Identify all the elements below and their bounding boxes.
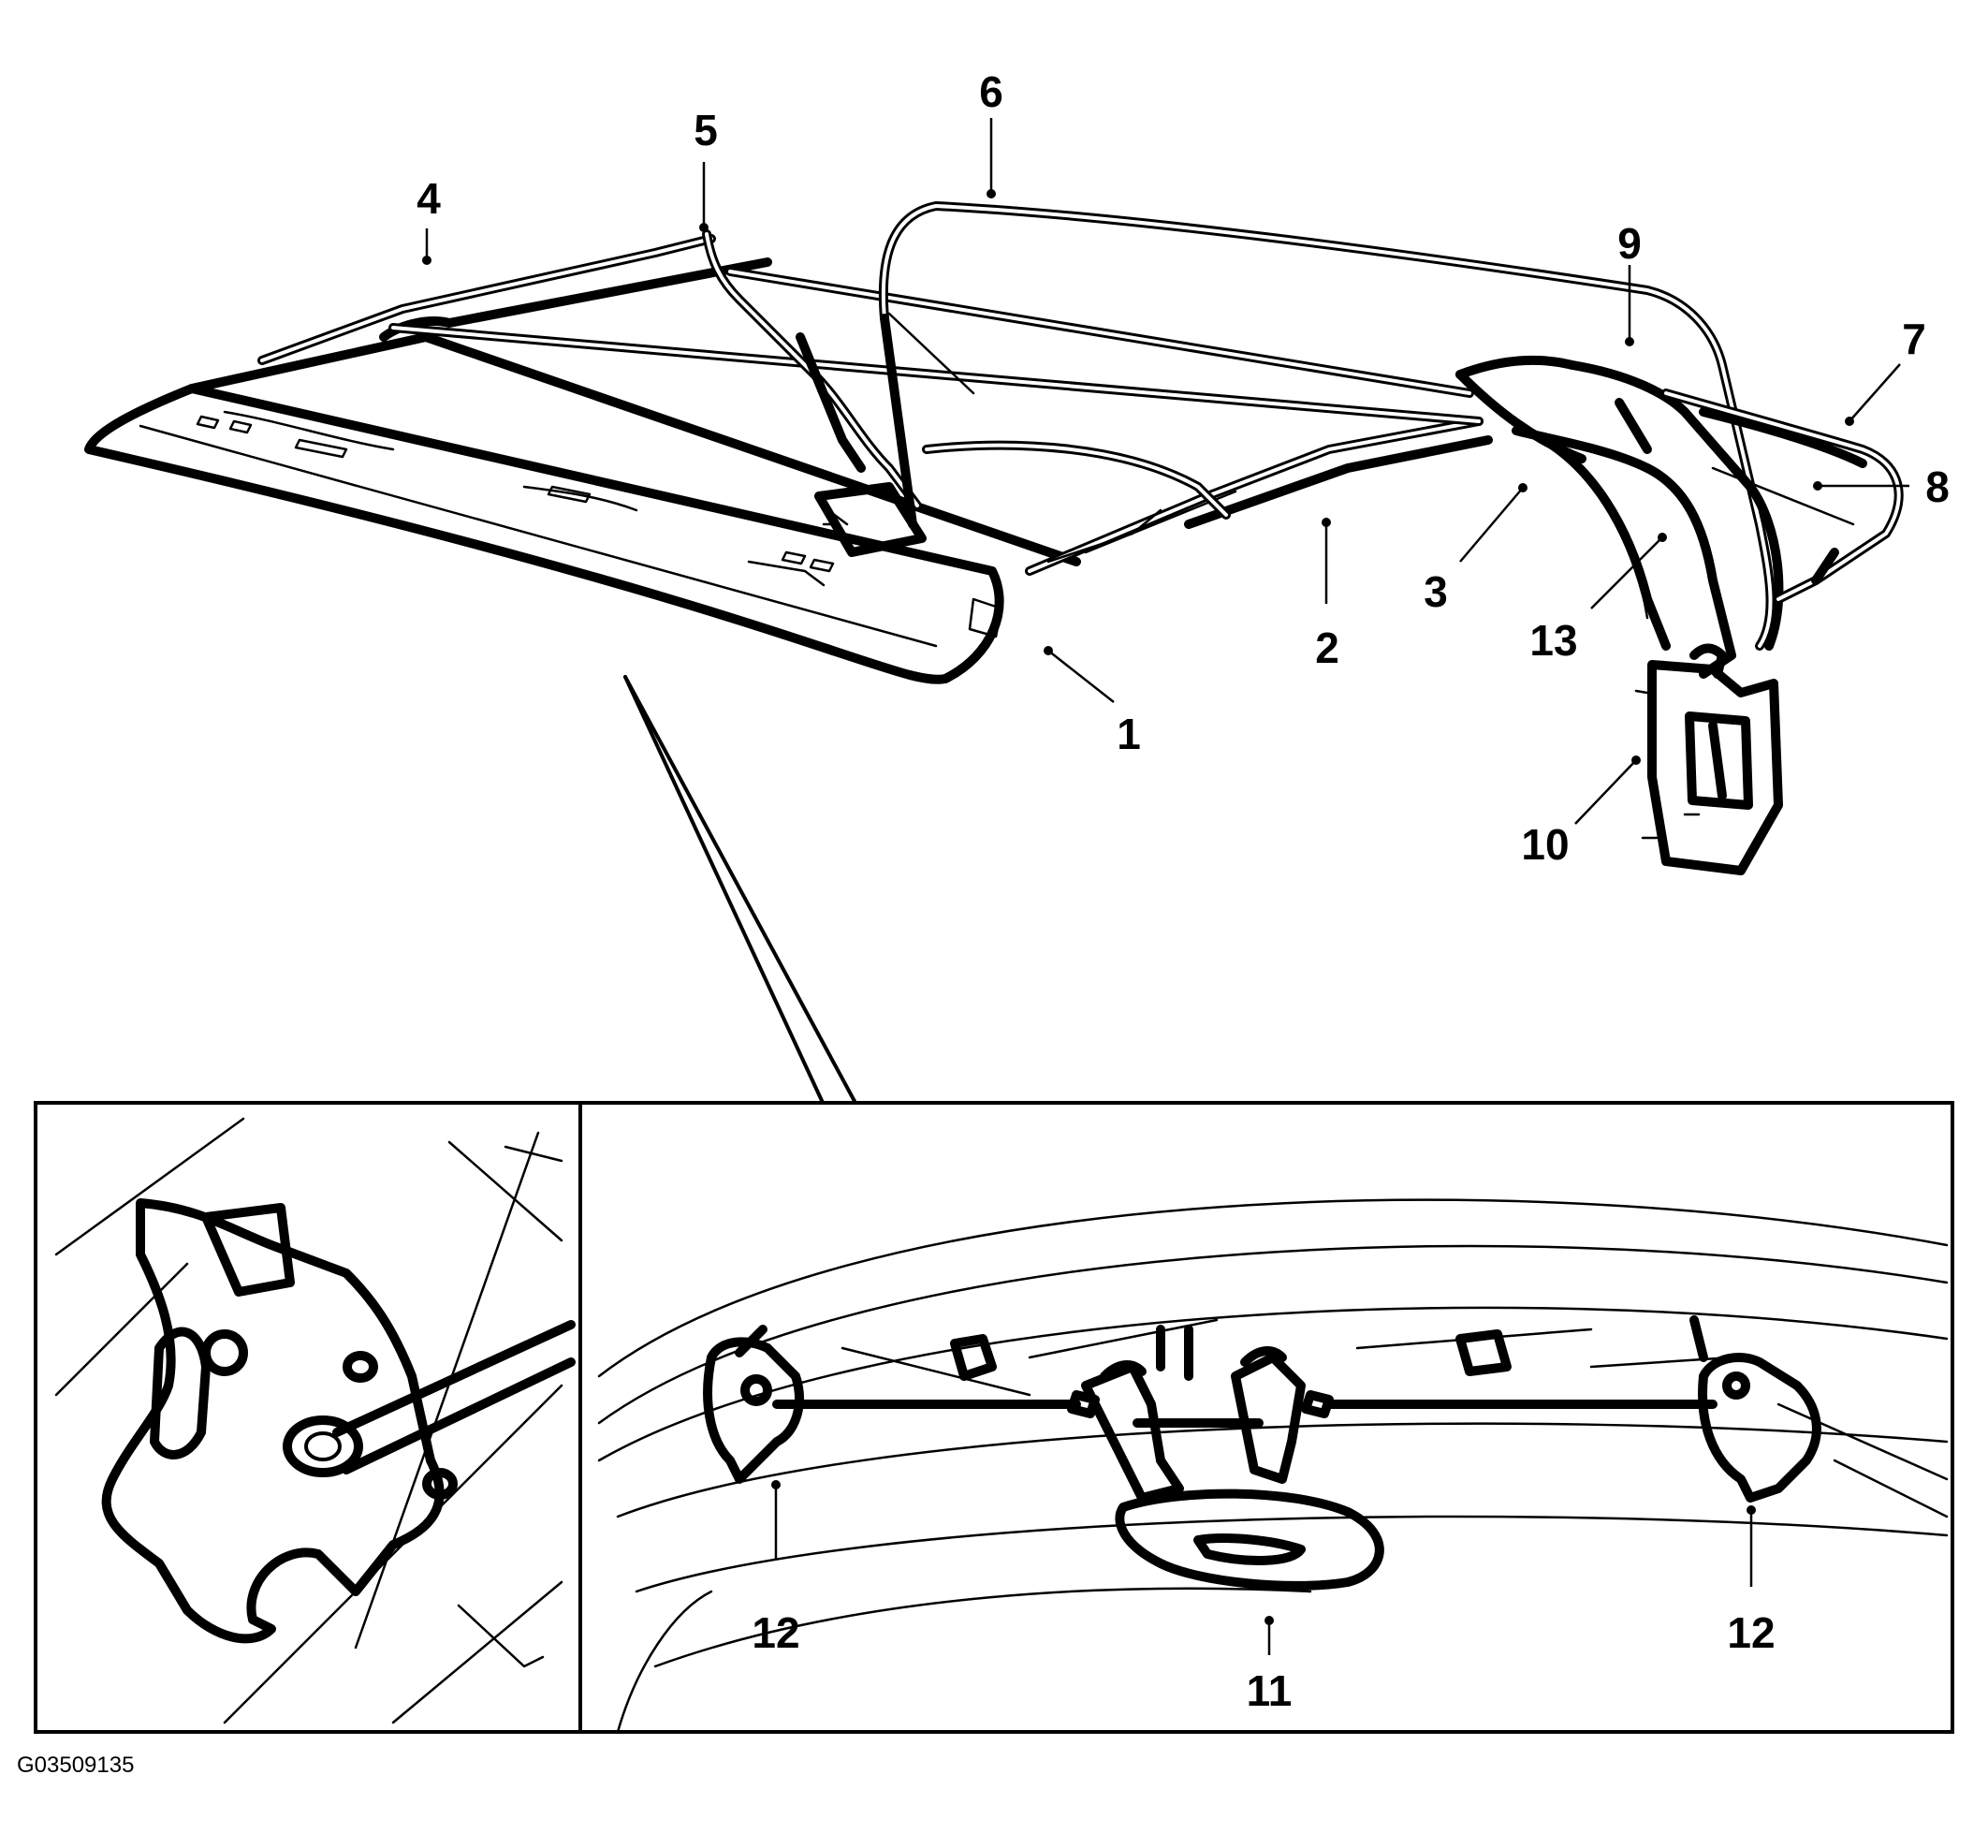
callout-13: 13 xyxy=(1529,616,1577,665)
latch-hook-closeup xyxy=(54,1117,576,1724)
callout-leaders xyxy=(422,118,1909,1655)
callout-12-left: 12 xyxy=(752,1608,799,1657)
rear-bow xyxy=(1455,355,1784,679)
inset-latch-mechanism xyxy=(578,1101,1954,1734)
latch-mechanism-view xyxy=(597,1198,1949,1734)
figure-id: G03509135 xyxy=(17,1753,135,1778)
top-frame-assembly xyxy=(84,201,1904,875)
roof-bows xyxy=(388,201,1855,651)
callout-10: 10 xyxy=(1521,820,1569,869)
callout-1: 1 xyxy=(1117,710,1141,758)
callout-6: 6 xyxy=(979,67,1003,116)
callout-3: 3 xyxy=(1424,567,1448,616)
callout-12-right: 12 xyxy=(1727,1608,1775,1657)
callout-11: 11 xyxy=(1247,1666,1293,1715)
outer-rear-bow xyxy=(1661,389,1904,604)
callout-4: 4 xyxy=(417,174,441,223)
detail-pointer-lines xyxy=(623,675,858,1107)
callout-9: 9 xyxy=(1617,219,1642,268)
detail-insets xyxy=(34,1101,1954,1734)
callout-7: 7 xyxy=(1902,315,1926,363)
center-actuator xyxy=(814,482,927,557)
callout-5: 5 xyxy=(694,106,718,154)
front-header-bow xyxy=(84,332,1081,684)
callout-labels: 1 2 3 4 5 6 7 8 9 10 11 12 12 13 xyxy=(417,67,1950,1715)
mounting-bracket xyxy=(1634,643,1783,875)
callout-8: 8 xyxy=(1925,462,1950,511)
side-rails xyxy=(257,234,1493,576)
inset-latch-closeup xyxy=(34,1101,582,1734)
callout-2: 2 xyxy=(1315,623,1339,672)
